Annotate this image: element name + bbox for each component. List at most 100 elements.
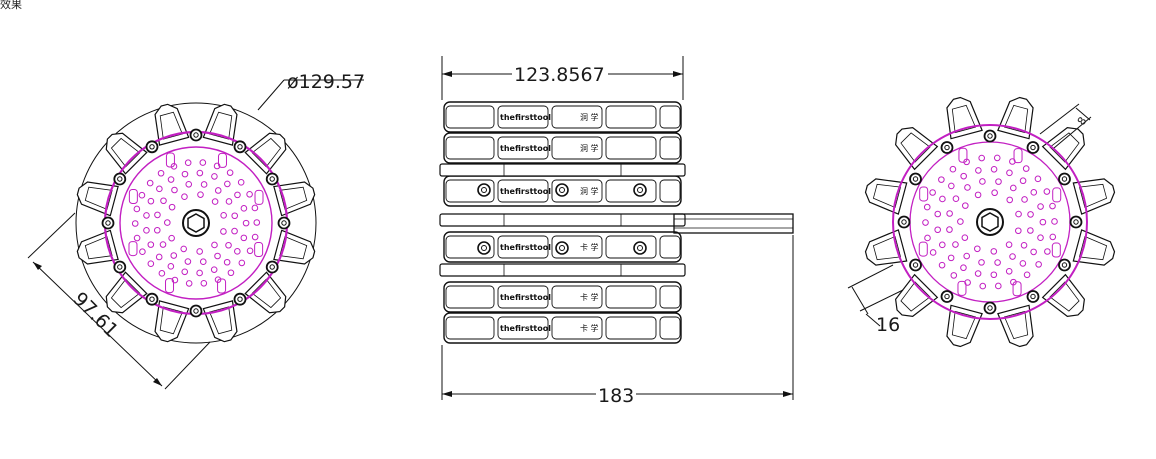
- vent-hole: [157, 169, 165, 177]
- tooth: [997, 96, 1034, 140]
- vent-hole: [242, 219, 250, 227]
- tooth-inner: [159, 111, 183, 140]
- tooth-inner: [1078, 235, 1108, 261]
- vent-hole: [138, 191, 146, 199]
- hub-ring: [182, 209, 210, 237]
- vent-hole: [200, 279, 208, 287]
- tooth-block: [551, 105, 603, 129]
- vent-hole: [949, 165, 957, 173]
- tooth: [895, 127, 939, 171]
- slot: [1013, 148, 1023, 164]
- vent-hole: [1043, 188, 1051, 195]
- vent-hole: [962, 202, 969, 209]
- vent-hole: [1039, 218, 1047, 226]
- bolt-center: [1061, 262, 1068, 268]
- vent-hole: [1044, 248, 1051, 255]
- vent-hole: [200, 181, 208, 188]
- vent-hole: [1009, 253, 1016, 260]
- vent-hole: [170, 252, 178, 259]
- vent-hole: [938, 241, 946, 249]
- tooth-block: [659, 136, 681, 160]
- right-teeth-group: [864, 96, 1116, 348]
- tooth: [244, 271, 287, 314]
- vent-hole: [143, 227, 150, 234]
- vent-hole: [950, 272, 958, 279]
- vent-hole: [1019, 260, 1027, 267]
- tooth-inner: [279, 236, 308, 260]
- right-magenta-rim: [892, 124, 1088, 320]
- left-front-view: ø129.57 97.61: [27, 71, 365, 390]
- vent-hole: [1015, 210, 1022, 218]
- slot: [919, 186, 929, 202]
- tooth: [1072, 178, 1116, 215]
- tooth-block: [551, 136, 603, 160]
- bolt-center: [987, 133, 993, 139]
- spacer-bar: [439, 263, 686, 277]
- vent-hole: [168, 234, 175, 242]
- slot: [254, 241, 264, 257]
- vent-hole: [167, 176, 175, 183]
- tooth-inner: [251, 137, 282, 168]
- bolt-center: [1030, 293, 1036, 300]
- side-nut-center: [481, 187, 487, 193]
- tooth-block: [445, 179, 495, 203]
- vent-hole: [948, 182, 955, 190]
- vent-hole: [1051, 218, 1058, 225]
- tooth-block: [605, 316, 657, 340]
- vent-hole: [214, 252, 221, 260]
- hanzi-label: 洞 学: [580, 186, 599, 196]
- brand-label: thefirsttool: [500, 113, 551, 122]
- side-nut-center: [559, 187, 565, 193]
- tooth: [244, 132, 287, 175]
- vent-hole: [1027, 227, 1034, 234]
- vent-hole: [220, 212, 227, 219]
- vent-hole: [974, 245, 981, 253]
- tooth-block: [445, 235, 495, 259]
- vent-hole: [251, 233, 259, 241]
- vent-hole: [181, 268, 189, 276]
- shaft: [673, 213, 794, 234]
- vent-hole: [1020, 241, 1028, 249]
- tooth-inner: [279, 186, 308, 210]
- vent-hole: [199, 258, 207, 266]
- vent-hole: [226, 169, 234, 176]
- tooth-inner: [900, 132, 931, 163]
- vent-hole: [990, 271, 998, 279]
- vent-hole: [156, 185, 163, 193]
- vent-hole: [1034, 175, 1042, 183]
- slot: [128, 189, 138, 205]
- diagonal-dimension-lines: [27, 212, 211, 390]
- vent-hole: [196, 269, 203, 277]
- left-teeth-group: [76, 103, 316, 343]
- vent-hole: [991, 189, 998, 197]
- hanzi-label: 卡 学: [580, 242, 599, 252]
- bolt-center: [901, 219, 907, 225]
- tooth: [997, 304, 1034, 348]
- vent-hole: [213, 162, 221, 170]
- bolt-center: [281, 220, 287, 226]
- tooth-block: [497, 285, 549, 309]
- disc-row: [443, 101, 682, 133]
- vent-hole: [171, 276, 179, 284]
- tooth-block: [659, 105, 681, 129]
- spacer-bar: [439, 163, 686, 177]
- tooth: [1072, 229, 1116, 266]
- tooth-inner: [1049, 281, 1080, 312]
- hanzi-label: 洞 学: [580, 143, 599, 153]
- tooth-inner: [1078, 183, 1108, 209]
- vent-hole: [238, 259, 246, 267]
- bolt-center: [269, 264, 275, 270]
- tooth-block: [497, 136, 549, 160]
- disc-row: [443, 312, 682, 344]
- vent-hole: [246, 247, 254, 255]
- tooth-inner: [209, 111, 233, 140]
- tooth-inner: [84, 186, 113, 210]
- slot: [165, 152, 175, 168]
- tooth-block: [659, 235, 681, 259]
- vent-hole: [224, 180, 231, 188]
- width-dimension: 123.8567: [514, 64, 605, 86]
- tooth-block: [551, 316, 603, 340]
- vent-hole: [1021, 196, 1028, 203]
- vent-hole: [185, 280, 193, 287]
